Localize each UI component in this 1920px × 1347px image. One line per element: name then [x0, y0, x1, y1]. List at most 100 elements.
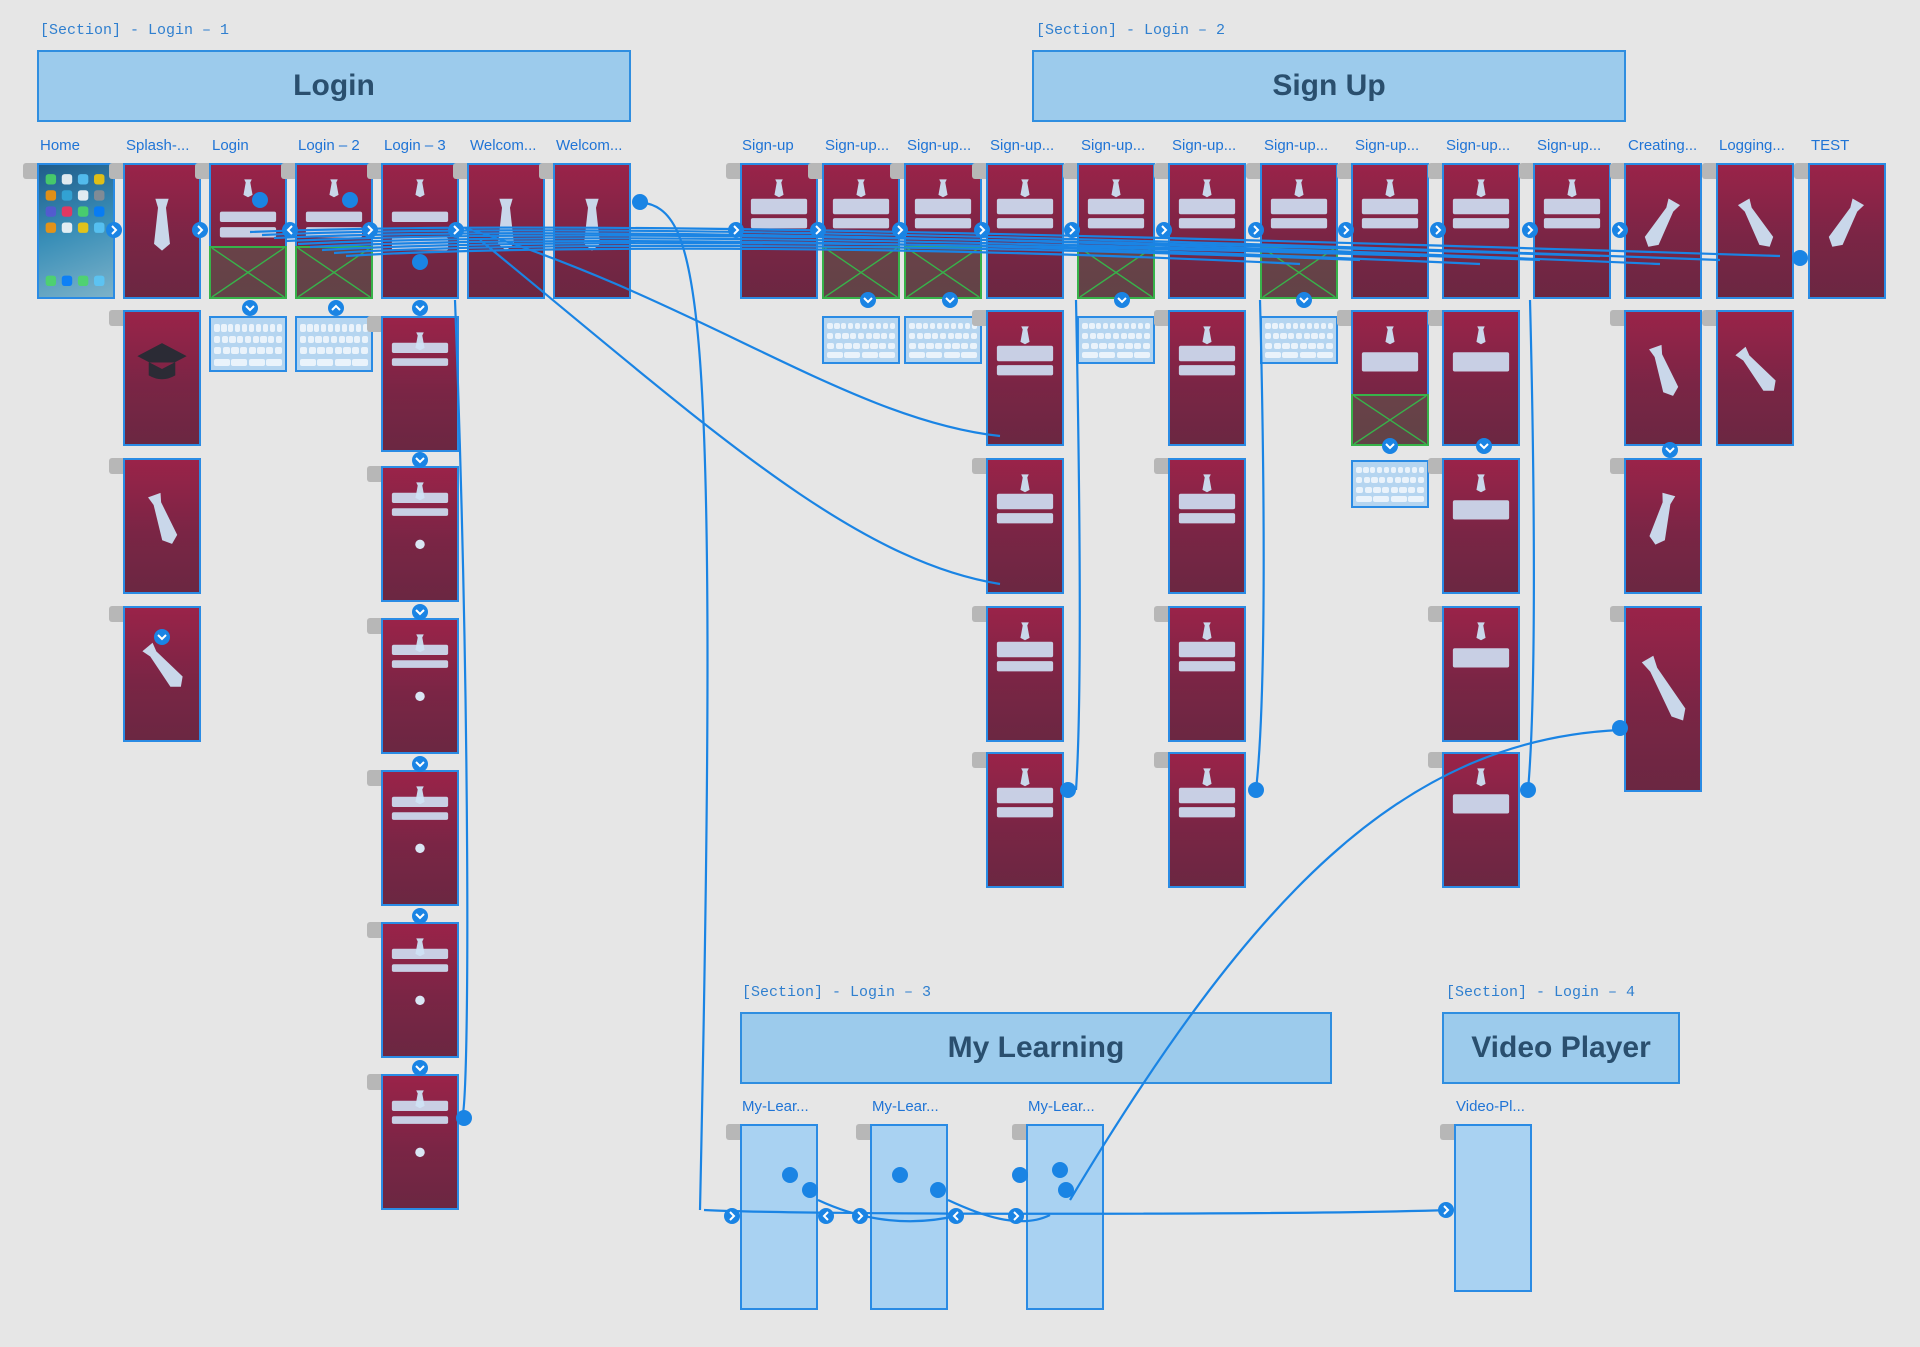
artboard-label-sign-up-f[interactable]: Sign-up... [1264, 137, 1329, 154]
hotspot-marker[interactable] [1248, 782, 1264, 798]
artboard-label-sign-up-b[interactable]: Sign-up... [907, 137, 972, 154]
section-title-login[interactable]: Login [37, 50, 631, 122]
hotspot-marker[interactable] [1792, 250, 1808, 266]
artboard-creating-4[interactable] [1624, 606, 1702, 792]
artboard-label-splash[interactable]: Splash-... [126, 137, 190, 154]
artboard-my-learning-3[interactable] [1026, 1124, 1104, 1310]
artboard-video-player[interactable] [1454, 1124, 1532, 1292]
link-arrow-icon[interactable] [724, 1208, 740, 1224]
artboard-sign-up-8[interactable] [1351, 163, 1429, 299]
artboard-label-sign-up-i[interactable]: Sign-up... [1537, 137, 1602, 154]
chevron-icon [415, 305, 425, 312]
artboard-splash-1[interactable] [123, 163, 201, 299]
artboard-password-confirm-2[interactable] [1442, 606, 1520, 742]
artboard-password-confirm-1[interactable] [1442, 458, 1520, 594]
artboard-label-home[interactable]: Home [40, 137, 81, 154]
section-label-login-2[interactable]: [Section] - Login – 2 [1036, 22, 1226, 39]
artboard-login-step-9[interactable] [381, 1074, 459, 1210]
artboard-name-step-3[interactable] [986, 752, 1064, 888]
link-arrow-icon[interactable] [852, 1208, 868, 1224]
artboard-test[interactable] [1808, 163, 1886, 299]
link-arrow-icon[interactable] [1008, 1208, 1024, 1224]
artboard-my-learning-2[interactable] [870, 1124, 948, 1310]
artboard-email-step-1[interactable] [1168, 458, 1246, 594]
artboard-label-login[interactable]: Login [212, 137, 249, 154]
link-arrow-icon[interactable] [948, 1208, 964, 1224]
artboard-label-my-learning-2[interactable]: My-Lear... [872, 1098, 939, 1115]
section-title-video-player[interactable]: Video Player [1442, 1012, 1680, 1084]
tie-icon [154, 198, 170, 251]
artboard-login-step-4[interactable] [381, 316, 459, 452]
artboard-label-welcome-2[interactable]: Welcom... [556, 137, 623, 154]
artboard-login-step-7[interactable] [381, 770, 459, 906]
artboard-name-step-2[interactable] [986, 606, 1064, 742]
artboard-login-step-5[interactable] [381, 466, 459, 602]
artboard-name-step-1[interactable] [986, 458, 1064, 594]
artboard-password-confirm-3[interactable] [1442, 752, 1520, 888]
link-arrow-icon[interactable] [328, 300, 344, 316]
artboard-creating-2[interactable] [1624, 310, 1702, 446]
artboard-label-sign-up[interactable]: Sign-up [742, 137, 794, 154]
artboard-label-sign-up-a[interactable]: Sign-up... [825, 137, 890, 154]
artboard-label-login-3[interactable]: Login – 3 [384, 137, 446, 154]
artboard-label-sign-up-c[interactable]: Sign-up... [990, 137, 1055, 154]
link-arrow-icon[interactable] [818, 1208, 834, 1224]
artboard-creating[interactable] [1624, 163, 1702, 299]
artboard-email-step-3[interactable] [1168, 752, 1246, 888]
artboard-label-test[interactable]: TEST [1811, 137, 1850, 154]
tie-icon [1178, 768, 1236, 818]
artboard-login-step-8[interactable] [381, 922, 459, 1058]
artboard-label-sign-up-e[interactable]: Sign-up... [1172, 137, 1237, 154]
artboard-label-sign-up-h[interactable]: Sign-up... [1446, 137, 1511, 154]
artboard-sign-up-6[interactable] [1168, 163, 1246, 299]
artboard-my-learning-1[interactable] [740, 1124, 818, 1310]
artboard-home[interactable] [37, 163, 115, 299]
artboard-email-step-2[interactable] [1168, 606, 1246, 742]
chevron-icon [857, 1211, 864, 1221]
artboard-label-sign-up-g[interactable]: Sign-up... [1355, 137, 1420, 154]
section-title-sign-up[interactable]: Sign Up [1032, 50, 1626, 122]
artboard-logging[interactable] [1716, 163, 1794, 299]
section-label-login-1[interactable]: [Section] - Login – 1 [40, 22, 230, 39]
artboard-label-my-learning-3[interactable]: My-Lear... [1028, 1098, 1095, 1115]
hotspot-marker[interactable] [1520, 782, 1536, 798]
artboard-splash-4[interactable] [123, 606, 201, 742]
artboard-label-creating[interactable]: Creating... [1628, 137, 1698, 154]
artboard-label-video-player[interactable]: Video-Pl... [1456, 1098, 1525, 1115]
hotspot-marker[interactable] [632, 194, 648, 210]
artboard-creating-3[interactable] [1624, 458, 1702, 594]
artboard-label-sign-up-d[interactable]: Sign-up... [1081, 137, 1146, 154]
section-label-login-4[interactable]: [Section] - Login – 4 [1446, 984, 1636, 1001]
artboard-label-login-2[interactable]: Login – 2 [298, 137, 360, 154]
chevron-icon [1161, 225, 1168, 235]
artboard-login-step-6[interactable] [381, 618, 459, 754]
keyboard-overlay [1260, 316, 1338, 364]
artboard-sign-up-10[interactable] [1533, 163, 1611, 299]
artboard-sign-up-1[interactable] [740, 163, 818, 299]
artboard-password-step[interactable] [1351, 310, 1429, 446]
artboard-welcome-2[interactable] [553, 163, 631, 299]
link-arrow-icon[interactable] [242, 300, 258, 316]
artboard-splash-3[interactable] [123, 458, 201, 594]
section-label-login-3[interactable]: [Section] - Login – 3 [742, 984, 932, 1001]
link-arrow-icon[interactable] [1438, 1202, 1454, 1218]
tie-icon [1452, 474, 1510, 520]
artboard-email-step-0[interactable] [1168, 310, 1246, 446]
artboard-welcome-1[interactable] [467, 163, 545, 299]
artboard-label-welcome-1[interactable]: Welcom... [470, 137, 537, 154]
artboard-logging-2[interactable] [1716, 310, 1794, 446]
placeholder-cross-icon [211, 248, 285, 297]
section-title-my-learning[interactable]: My Learning [740, 1012, 1332, 1084]
chevron-icon [415, 609, 425, 616]
artboard-sign-up-9[interactable] [1442, 163, 1520, 299]
tie-icon [1361, 326, 1419, 372]
artboard-password-confirm-0[interactable] [1442, 310, 1520, 446]
artboard-splash-2[interactable] [123, 310, 201, 446]
artboard-name-step-0[interactable] [986, 310, 1064, 446]
artboard-sign-up-4[interactable] [986, 163, 1064, 299]
link-arrow-icon[interactable] [412, 300, 428, 316]
artboard-login-3[interactable] [381, 163, 459, 299]
artboard-label-my-learning-1[interactable]: My-Lear... [742, 1098, 809, 1115]
artboard-label-logging[interactable]: Logging... [1719, 137, 1785, 154]
tie-icon [391, 1090, 449, 1158]
